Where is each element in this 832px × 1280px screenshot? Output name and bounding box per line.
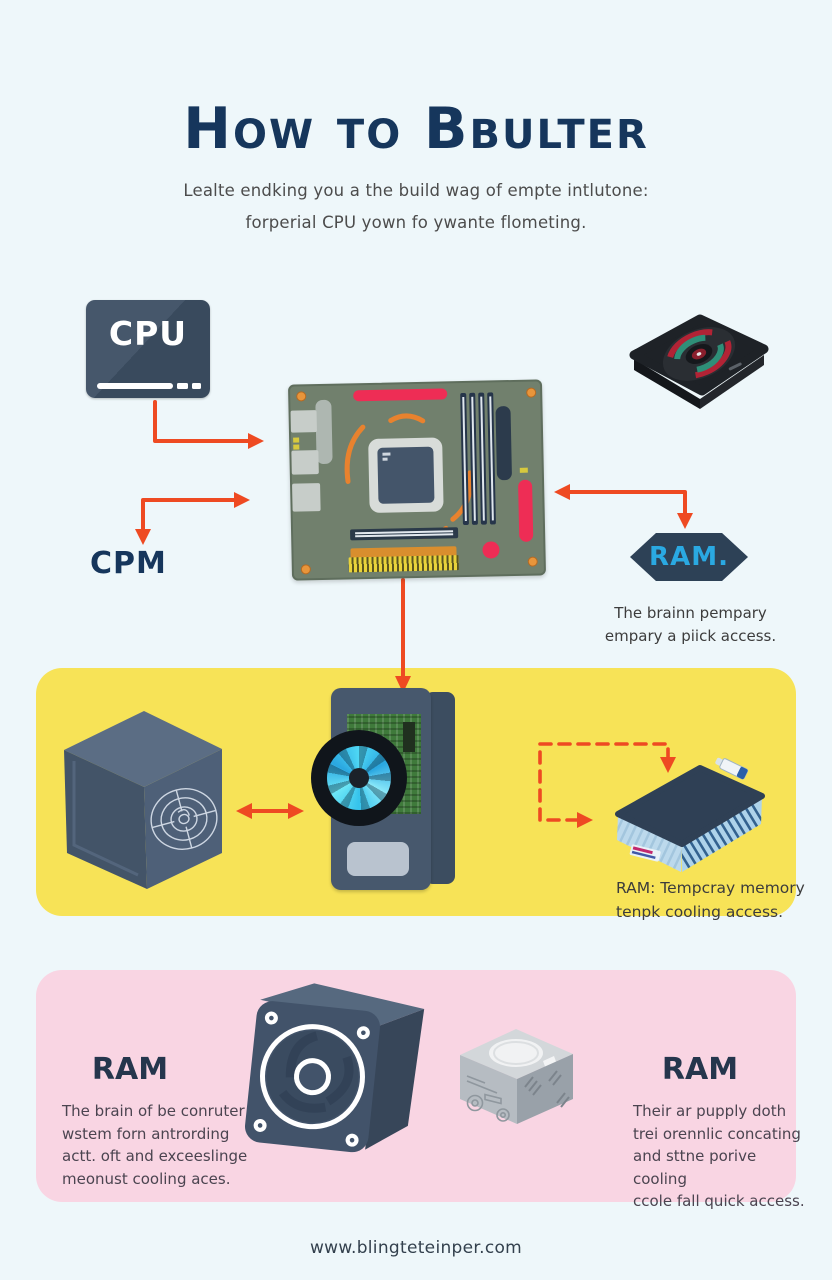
heatsink-cooler-icon xyxy=(615,757,765,872)
ram-caption: The brainn pempary empary a piick access… xyxy=(598,602,783,649)
motherboard-illustration xyxy=(287,379,547,581)
mobo-cpu-die xyxy=(377,446,435,504)
mobo-red-slot xyxy=(353,388,448,402)
cpu-chip-dot xyxy=(177,383,188,389)
gpu-main-card xyxy=(311,688,431,890)
components-left-heading: RAM xyxy=(91,1052,169,1087)
page-title: How to Bbulter xyxy=(183,96,649,163)
components-left-text: The brain of be conruter wstem forn antr… xyxy=(62,1100,262,1190)
arrow-motherboard-to-ram xyxy=(554,484,693,529)
mobo-chip xyxy=(293,444,300,450)
gpu-bracket xyxy=(347,842,409,876)
cooler-marker-pen xyxy=(715,757,749,780)
mobo-io-port xyxy=(290,410,317,433)
mobo-ram-slots xyxy=(460,392,497,526)
fan-screws xyxy=(253,1011,370,1147)
psu-fan-rings xyxy=(150,788,218,850)
components-left-line: meonust cooling aces. xyxy=(62,1169,231,1188)
components-right-heading: RAM xyxy=(661,1052,739,1087)
psu-front-details xyxy=(466,1075,510,1122)
components-right-text: Their ar pupply doth trei orennlic conca… xyxy=(633,1100,813,1213)
psu-vents xyxy=(524,1070,570,1108)
cpu-chip-label: CPU xyxy=(108,314,188,353)
arrow-cpu-to-motherboard xyxy=(153,400,264,449)
components-right-line: trei orennlic concating xyxy=(633,1124,801,1143)
mobo-pcie-slot xyxy=(350,527,459,541)
ssd-swirl-art xyxy=(662,327,736,381)
mobo-io-port xyxy=(291,450,319,475)
components-left-line: actt. oft and exceeslinge xyxy=(62,1147,248,1165)
case-fan-icon xyxy=(245,983,425,1153)
cpu-chip-underline xyxy=(97,383,173,389)
gpu-cooler-icon xyxy=(311,682,465,894)
components-left-line: The brain of be conruter xyxy=(62,1102,245,1120)
components-right-line: ccole fall quick access. xyxy=(633,1192,805,1210)
ram-caption-line1: The brainn pempary xyxy=(614,604,767,622)
ram-badge-label: RAM. xyxy=(649,542,729,572)
mobo-edge-pins xyxy=(348,555,459,573)
psu-cube-icon xyxy=(64,711,222,889)
subtitle-line2: forperial CPU yown fo ywante flometing. xyxy=(245,212,587,232)
components-right-line: and sttne porive cooling xyxy=(633,1147,757,1188)
mobo-cpu-socket xyxy=(368,437,444,513)
power-supply-icon xyxy=(460,1029,573,1124)
mobo-label-pill xyxy=(495,406,513,481)
mobo-io-port xyxy=(292,483,321,512)
cpm-label: CPM xyxy=(90,546,167,581)
cooling-caption: RAM: Tempcray memory tenpk cooling acces… xyxy=(616,876,806,924)
ram-badge: RAM. xyxy=(630,533,748,581)
ram-caption-line2: empary a piick access. xyxy=(604,627,777,646)
cooler-sticker xyxy=(629,844,661,862)
mobo-red-slot-vertical xyxy=(518,479,534,542)
gpu-rgb-fan xyxy=(311,730,407,826)
cooling-caption-line2: tenpk cooling access. xyxy=(616,903,784,922)
arrow-split-cpm-motherboard xyxy=(135,492,250,545)
cpu-chip-dot xyxy=(192,383,201,389)
mobo-chip xyxy=(293,437,300,443)
cooling-caption-line1: RAM: Tempcray memory xyxy=(616,879,805,897)
ssd-drive-icon xyxy=(629,314,769,409)
components-right-line: Their ar pupply doth xyxy=(633,1102,787,1120)
cpu-chip-icon: CPU xyxy=(86,300,210,398)
subtitle-line1: Lealte endking you a the build wag of em… xyxy=(183,180,649,200)
footer-url: www.blingteteinper.com xyxy=(309,1238,523,1258)
mobo-chip xyxy=(519,467,528,473)
components-left-line: wstem forn antrording xyxy=(62,1124,230,1143)
